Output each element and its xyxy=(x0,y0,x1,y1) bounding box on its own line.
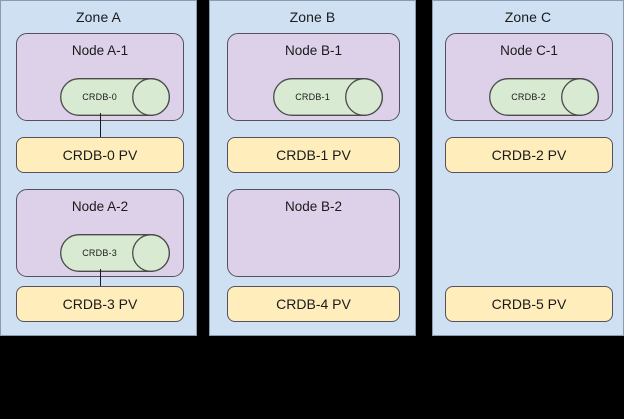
node-a-2-title: Node A-2 xyxy=(71,199,129,214)
database-cylinder-crdb-1[interactable]: CRDB-1 xyxy=(273,78,383,116)
connector-node-a-1-to-crdb-0-pv xyxy=(100,113,101,137)
node-c-1-title: Node C-1 xyxy=(500,43,558,58)
node-b-2-title: Node B-2 xyxy=(284,199,343,214)
volume-crdb-3-pv[interactable]: CRDB-3 PV xyxy=(16,286,184,322)
database-cylinder-crdb-2[interactable]: CRDB-2 xyxy=(489,78,599,116)
database-label-crdb-3: CRDB-3 xyxy=(82,248,117,258)
zone-a-title: Zone A xyxy=(76,9,121,25)
database-label-crdb-0: CRDB-0 xyxy=(82,92,117,102)
database-label-crdb-1: CRDB-1 xyxy=(295,92,330,102)
node-a-1-title: Node A-1 xyxy=(71,43,129,58)
node-b-1-box[interactable]: Node B-1 CRDB-1 xyxy=(227,33,400,121)
database-cylinder-crdb-3[interactable]: CRDB-3 xyxy=(60,234,170,272)
zone-b-title: Zone B xyxy=(289,9,336,25)
connector-node-a-2-to-crdb-3-pv xyxy=(100,269,101,293)
zone-c-panel[interactable]: Zone C Node C-1 CRDB-2 CRDB-2 PV CRDB-5 … xyxy=(432,0,624,336)
node-b-1-title: Node B-1 xyxy=(284,43,343,58)
node-a-2-box[interactable]: Node A-2 CRDB-3 xyxy=(16,189,184,277)
zone-b-panel[interactable]: Zone B Node B-1 CRDB-1 CRDB-1 PV Node B-… xyxy=(209,0,523,336)
volume-crdb-1-pv[interactable]: CRDB-1 PV xyxy=(227,137,400,173)
node-b-2-box[interactable]: Node B-2 xyxy=(227,189,400,277)
node-a-1-box[interactable]: Node A-1 CRDB-0 xyxy=(16,33,184,121)
zone-a-panel[interactable]: Zone A Node A-1 CRDB-0 CRDB-0 PV Node A-… xyxy=(0,0,197,336)
database-cylinder-crdb-0[interactable]: CRDB-0 xyxy=(60,78,170,116)
database-label-crdb-2: CRDB-2 xyxy=(511,92,546,102)
volume-crdb-2-pv[interactable]: CRDB-2 PV xyxy=(445,137,613,173)
volume-crdb-4-pv[interactable]: CRDB-4 PV xyxy=(227,286,400,322)
node-c-1-box[interactable]: Node C-1 CRDB-2 xyxy=(445,33,613,121)
zone-c-title: Zone C xyxy=(504,9,552,25)
volume-crdb-5-pv[interactable]: CRDB-5 PV xyxy=(445,286,613,322)
volume-crdb-0-pv[interactable]: CRDB-0 PV xyxy=(16,137,184,173)
